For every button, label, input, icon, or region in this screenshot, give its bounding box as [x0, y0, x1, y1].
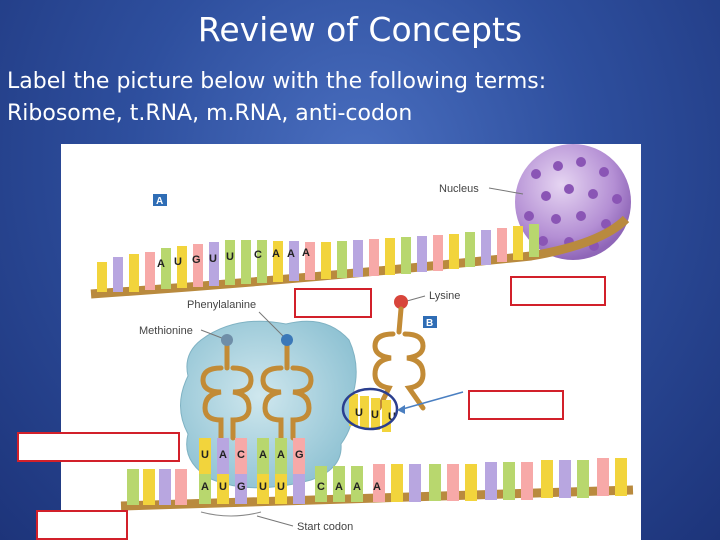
lysine-label: Lysine	[429, 290, 460, 302]
answer-box-mrna[interactable]	[510, 276, 606, 306]
trna-anticodon-row	[199, 438, 305, 474]
panel-b-label: B	[426, 318, 433, 329]
mrna-base-9: A	[373, 481, 381, 493]
lysine-amino-acid	[394, 295, 408, 309]
phenylalanine-amino-acid	[281, 334, 293, 346]
anticodon-base-3: U	[388, 411, 396, 423]
trna-base-6: G	[295, 449, 304, 461]
answer-box-anticodon[interactable]	[468, 390, 564, 420]
instruction-line-2: Ribosome, t.RNA, m.RNA, anti-codon	[7, 101, 413, 126]
trna-base-3: C	[237, 449, 245, 461]
top-base-6: C	[254, 249, 262, 261]
start-codon-label: Start codon	[297, 521, 353, 533]
mrna-base-1: A	[201, 481, 209, 493]
answer-box-ribosome[interactable]	[17, 432, 180, 462]
top-base-4: U	[209, 253, 217, 265]
top-mrna-strand: A U G U U C A A A	[90, 215, 630, 299]
answer-box-trna[interactable]	[294, 288, 372, 318]
anticodon-base-1: U	[355, 407, 363, 419]
mrna-base-3: G	[237, 481, 246, 493]
top-base-8: A	[287, 248, 295, 260]
top-base-3: G	[192, 254, 201, 266]
mrna-base-2: U	[219, 481, 227, 493]
top-base-7: A	[272, 248, 280, 260]
top-base-5: U	[226, 251, 234, 263]
mrna-base-8: A	[353, 481, 361, 493]
translation-diagram: Nucleus A B	[90, 144, 634, 533]
answer-box-bottom[interactable]	[36, 510, 128, 540]
mrna-base-4: U	[259, 481, 267, 493]
trna-base-5: A	[277, 449, 285, 461]
trna-phenylalanine	[260, 343, 314, 441]
phenylalanine-label: Phenylalanine	[187, 299, 256, 311]
nucleus-label: Nucleus	[439, 183, 479, 195]
slide-title: Review of Concepts	[197, 10, 523, 49]
trna-lysine	[372, 306, 426, 411]
top-base-1: A	[157, 258, 165, 270]
anticodon-base-2: U	[371, 409, 379, 421]
translation-figure: Nucleus A B	[61, 144, 641, 540]
trna-base-1: U	[201, 449, 209, 461]
trna-base-2: A	[219, 449, 227, 461]
mrna-base-6: C	[317, 481, 325, 493]
instruction-line-1: Label the picture below with the followi…	[7, 69, 547, 94]
mrna-base-7: A	[335, 481, 343, 493]
anticodon-highlight-circle	[341, 387, 399, 431]
trna-base-4: A	[259, 449, 267, 461]
trna-methionine	[200, 343, 254, 441]
top-base-9: A	[302, 247, 310, 259]
methionine-label: Methionine	[139, 325, 193, 337]
anticodon-pointer-arrow	[398, 391, 464, 411]
mrna-base-5: U	[277, 481, 285, 493]
panel-a-label: A	[156, 196, 163, 207]
bottom-mrna-strand	[120, 458, 634, 511]
top-base-2: U	[174, 256, 182, 268]
methionine-amino-acid	[221, 334, 233, 346]
